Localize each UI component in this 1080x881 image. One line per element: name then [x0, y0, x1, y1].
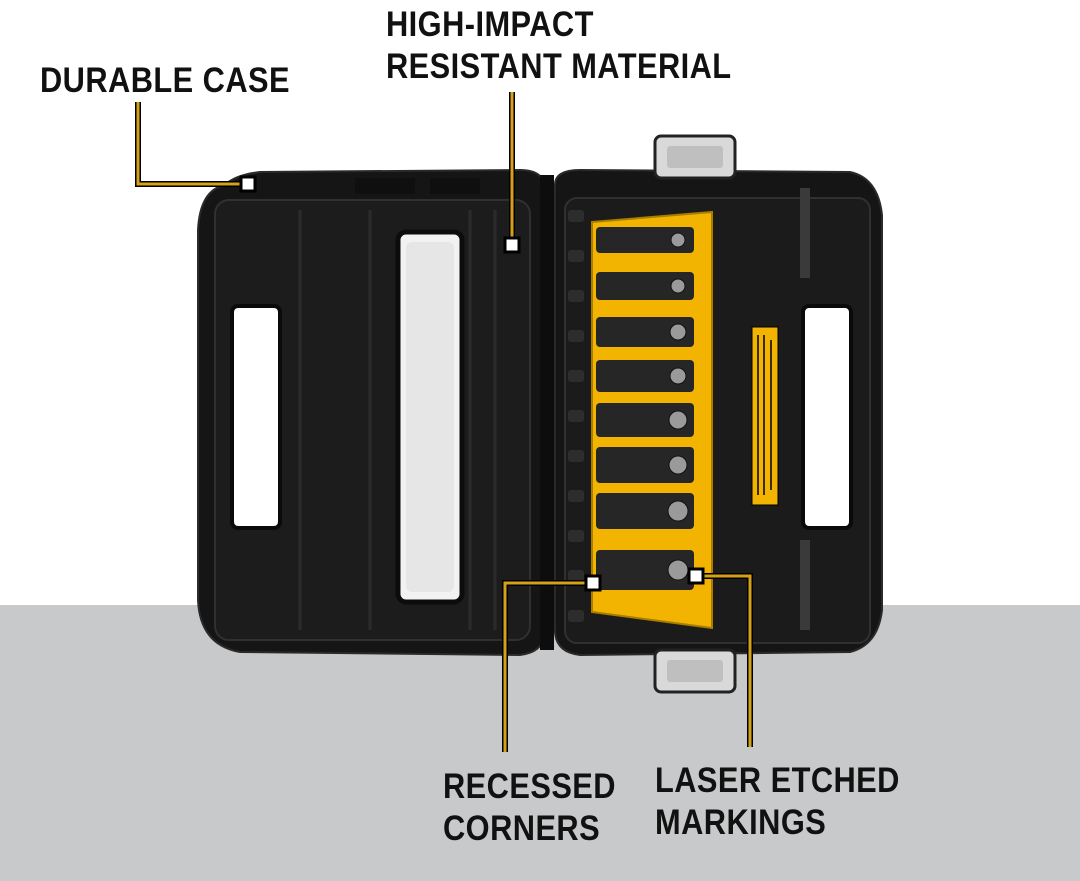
socket [596, 493, 694, 529]
callout-high-impact-line2: RESISTANT MATERIAL [386, 47, 732, 86]
socket [596, 550, 694, 590]
case-base-right [554, 168, 883, 657]
case-lid-left [197, 168, 546, 657]
socket [596, 317, 694, 347]
marker-high-impact [503, 236, 521, 254]
socket [596, 272, 694, 300]
callout-durable-case-line [135, 102, 248, 187]
socket [596, 447, 694, 483]
latch-bottom [653, 648, 737, 694]
callout-recessed-corners-line2: CORNERS [443, 809, 601, 848]
latch-top [653, 134, 737, 180]
handle-cutout-left [230, 304, 282, 530]
marker-recessed-corners [584, 574, 602, 592]
callout-durable-case-text: DURABLE CASE [40, 61, 290, 100]
socket [596, 403, 694, 437]
callout-recessed-corners: RECESSED CORNERS [443, 766, 616, 850]
marker-laser-etched [687, 567, 705, 585]
marker-durable-case [239, 175, 257, 193]
warning-label [751, 326, 779, 506]
handle-cutout-right [801, 304, 853, 530]
callout-high-impact: HIGH-IMPACT RESISTANT MATERIAL [386, 4, 732, 88]
callout-laser-etched-line1: LASER ETCHED [655, 761, 900, 800]
hinge [540, 175, 554, 650]
callout-high-impact-line1: HIGH-IMPACT [386, 5, 594, 44]
callout-laser-etched: LASER ETCHED MARKINGS [655, 760, 900, 844]
socket [596, 360, 694, 392]
callout-recessed-corners-line [502, 580, 592, 752]
callout-durable-case: DURABLE CASE [40, 60, 290, 102]
callout-recessed-corners-line1: RECESSED [443, 767, 616, 806]
floor-background [0, 605, 1080, 881]
callout-laser-etched-line2: MARKINGS [655, 803, 827, 842]
callout-laser-etched-line [697, 573, 753, 747]
socket [596, 227, 694, 253]
socket-row [596, 227, 694, 590]
